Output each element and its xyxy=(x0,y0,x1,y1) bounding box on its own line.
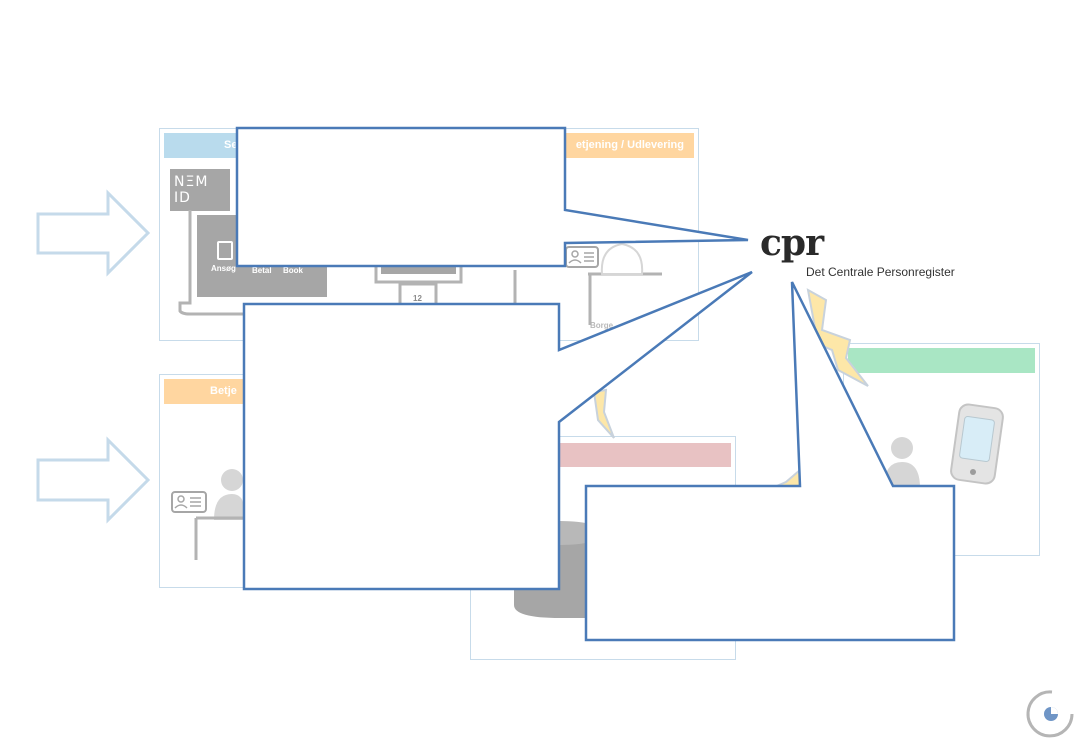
laptop-outline xyxy=(178,210,330,316)
nemid-box: NΞM ID xyxy=(170,169,230,211)
arrow-right-icon xyxy=(36,436,151,524)
lightning-icon xyxy=(592,388,615,439)
cpr-logo: cpr xyxy=(760,222,824,264)
clipboard-icon xyxy=(217,241,233,260)
queue-number: 12 xyxy=(413,294,422,303)
person-icon xyxy=(214,469,244,520)
id-card-icon xyxy=(565,246,599,268)
callout-top xyxy=(235,126,749,268)
nemid-label: NΞM ID xyxy=(174,174,209,206)
smartphone-icon xyxy=(950,403,1004,485)
id-card-icon xyxy=(171,491,207,513)
apply-label: Ansøg xyxy=(211,264,236,273)
citizen-label: Borge xyxy=(590,321,614,330)
database-header xyxy=(551,443,731,467)
mobile-header xyxy=(848,348,1035,373)
cpr-subtitle: Det Centrale Personregister xyxy=(806,265,955,279)
service-desk-title: etjening / Udlevering xyxy=(575,139,684,151)
callout-bottom xyxy=(584,281,956,642)
pay-label: Betal xyxy=(252,266,272,275)
self-service-title: Se xyxy=(224,139,238,151)
arrow-right-icon xyxy=(36,189,151,277)
book-label: Book xyxy=(283,266,303,275)
person-icon xyxy=(884,437,920,488)
callout-middle xyxy=(242,270,753,591)
person-icon xyxy=(600,242,644,275)
service-left-title: Betje xyxy=(210,385,237,397)
spinner-icon[interactable] xyxy=(1026,690,1074,738)
